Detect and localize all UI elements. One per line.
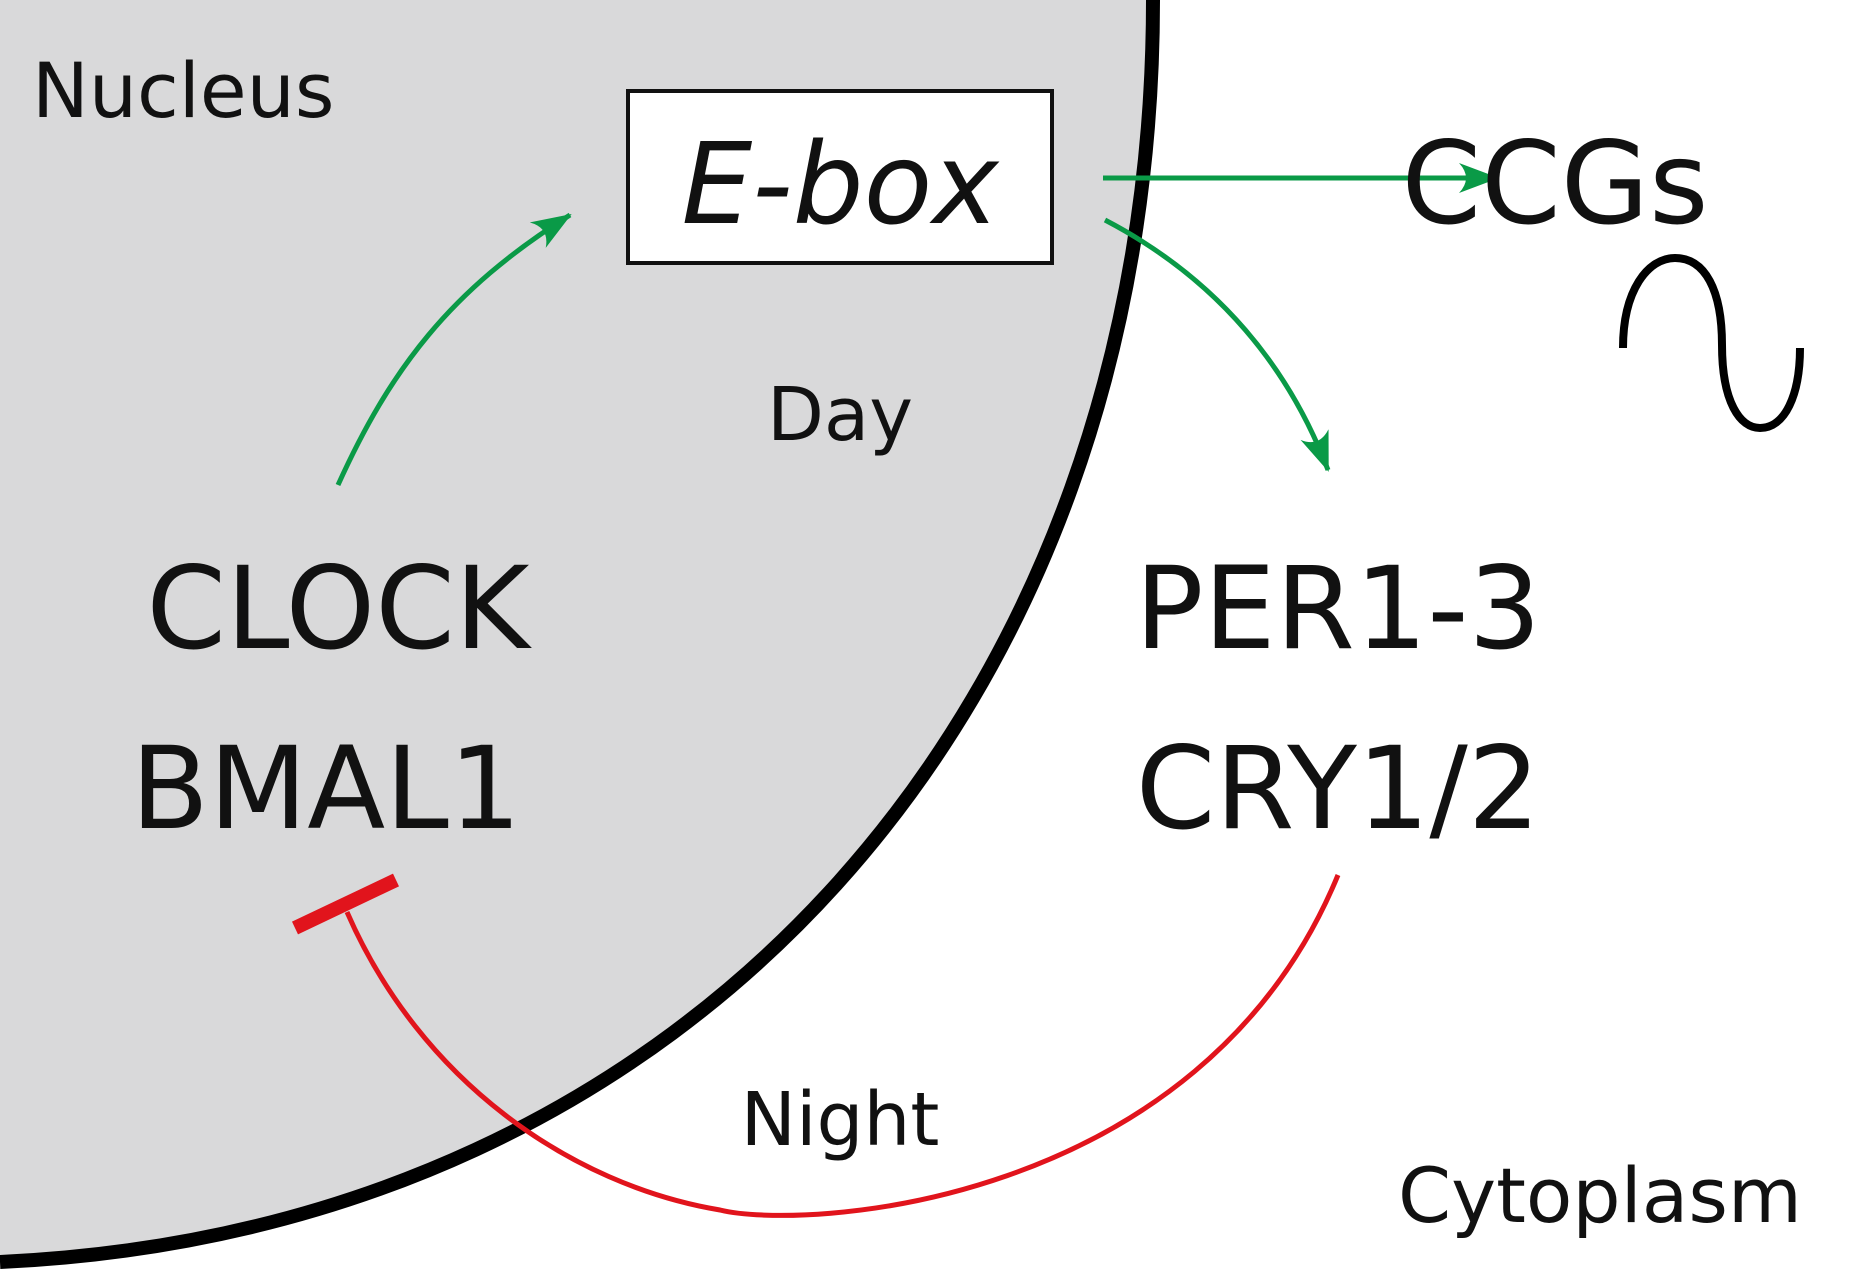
- ebox-label: E-box: [681, 120, 1000, 250]
- nuclear-membrane: [0, 0, 1160, 1269]
- ebox-frame: [626, 89, 1054, 265]
- arrow-ebox-to-per-cry: [1103, 217, 1331, 472]
- inhibition-per-cry-to-clock: [344, 874, 1341, 1218]
- inhibition-bar: [291, 873, 400, 935]
- arrow-clock-to-ebox: [335, 212, 572, 487]
- cry-label: CRY1/2: [1136, 722, 1541, 855]
- nucleus-region: [0, 0, 1153, 1262]
- per-label: PER1-3: [1135, 542, 1541, 675]
- night-label: Night: [741, 1077, 940, 1163]
- cytoplasm-label: Cytoplasm: [1398, 1151, 1802, 1240]
- clock-label: CLOCK: [146, 542, 532, 675]
- day-label: Day: [767, 372, 913, 458]
- nucleus-label: Nucleus: [32, 46, 334, 135]
- ccgs-label: CCGs: [1402, 117, 1709, 250]
- bmal1-label: BMAL1: [131, 722, 522, 855]
- oscillation-icon: [1619, 253, 1804, 433]
